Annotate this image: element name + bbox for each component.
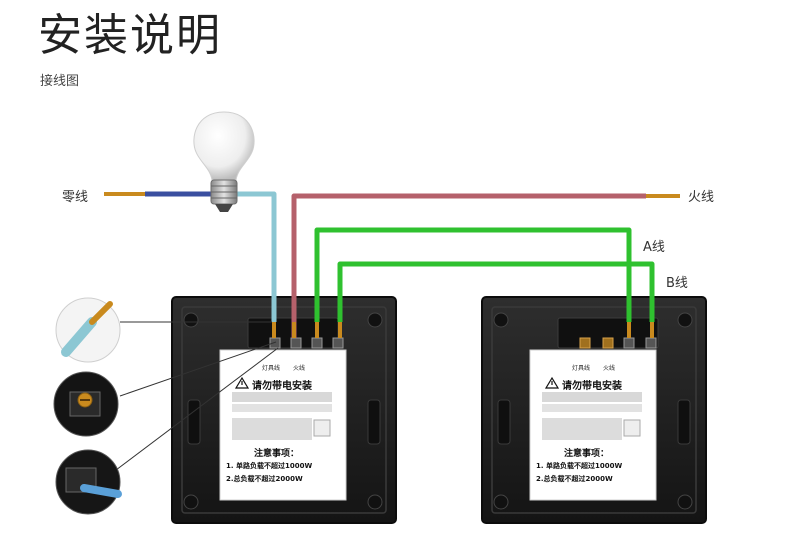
live-wire-label: 火线 (688, 190, 715, 205)
switch-1-warning-title: 请勿带电安装 (252, 381, 312, 392)
page-subtitle: 接线图 (40, 74, 80, 89)
lamp-wire (236, 191, 277, 322)
switch-1-terminal-label-1: 灯具线 (262, 365, 281, 372)
detail-inset-screw-terminal (53, 371, 119, 437)
traveler-wire-b (337, 261, 655, 322)
switch-2-notes-title: 注意事项： (564, 449, 610, 459)
a-wire-label: A线 (643, 240, 665, 255)
switch-2-terminal-label-2: 火线 (603, 365, 616, 372)
switch-2-warning-title: 请勿带电安装 (562, 381, 622, 392)
traveler-wire-a (314, 227, 632, 322)
light-bulb-icon (193, 111, 255, 212)
callout-lines (115, 321, 279, 471)
switch-2-terminal-label-1: 灯具线 (572, 365, 591, 372)
switch-1-note-2: 2.总负载不超过2000W (226, 475, 303, 483)
switch-2-note-2: 2.总负载不超过2000W (536, 475, 613, 483)
switch-1-note-1: 1. 单路负载不超过1000W (226, 462, 313, 470)
switch-1-terminal-label-2: 火线 (293, 365, 306, 372)
detail-inset-stripped-wire (55, 297, 121, 363)
switch-1-notes-title: 注意事项： (254, 449, 300, 459)
neutral-wire-label: 零线 (62, 190, 89, 205)
detail-inset-inserted-wire (55, 449, 122, 515)
switch-1 (171, 296, 397, 524)
b-wire-label: B线 (666, 276, 688, 291)
switch-2 (481, 296, 707, 524)
page-title: 安装说明 (38, 10, 222, 61)
switch-2-note-1: 1. 单路负载不超过1000W (536, 462, 623, 470)
